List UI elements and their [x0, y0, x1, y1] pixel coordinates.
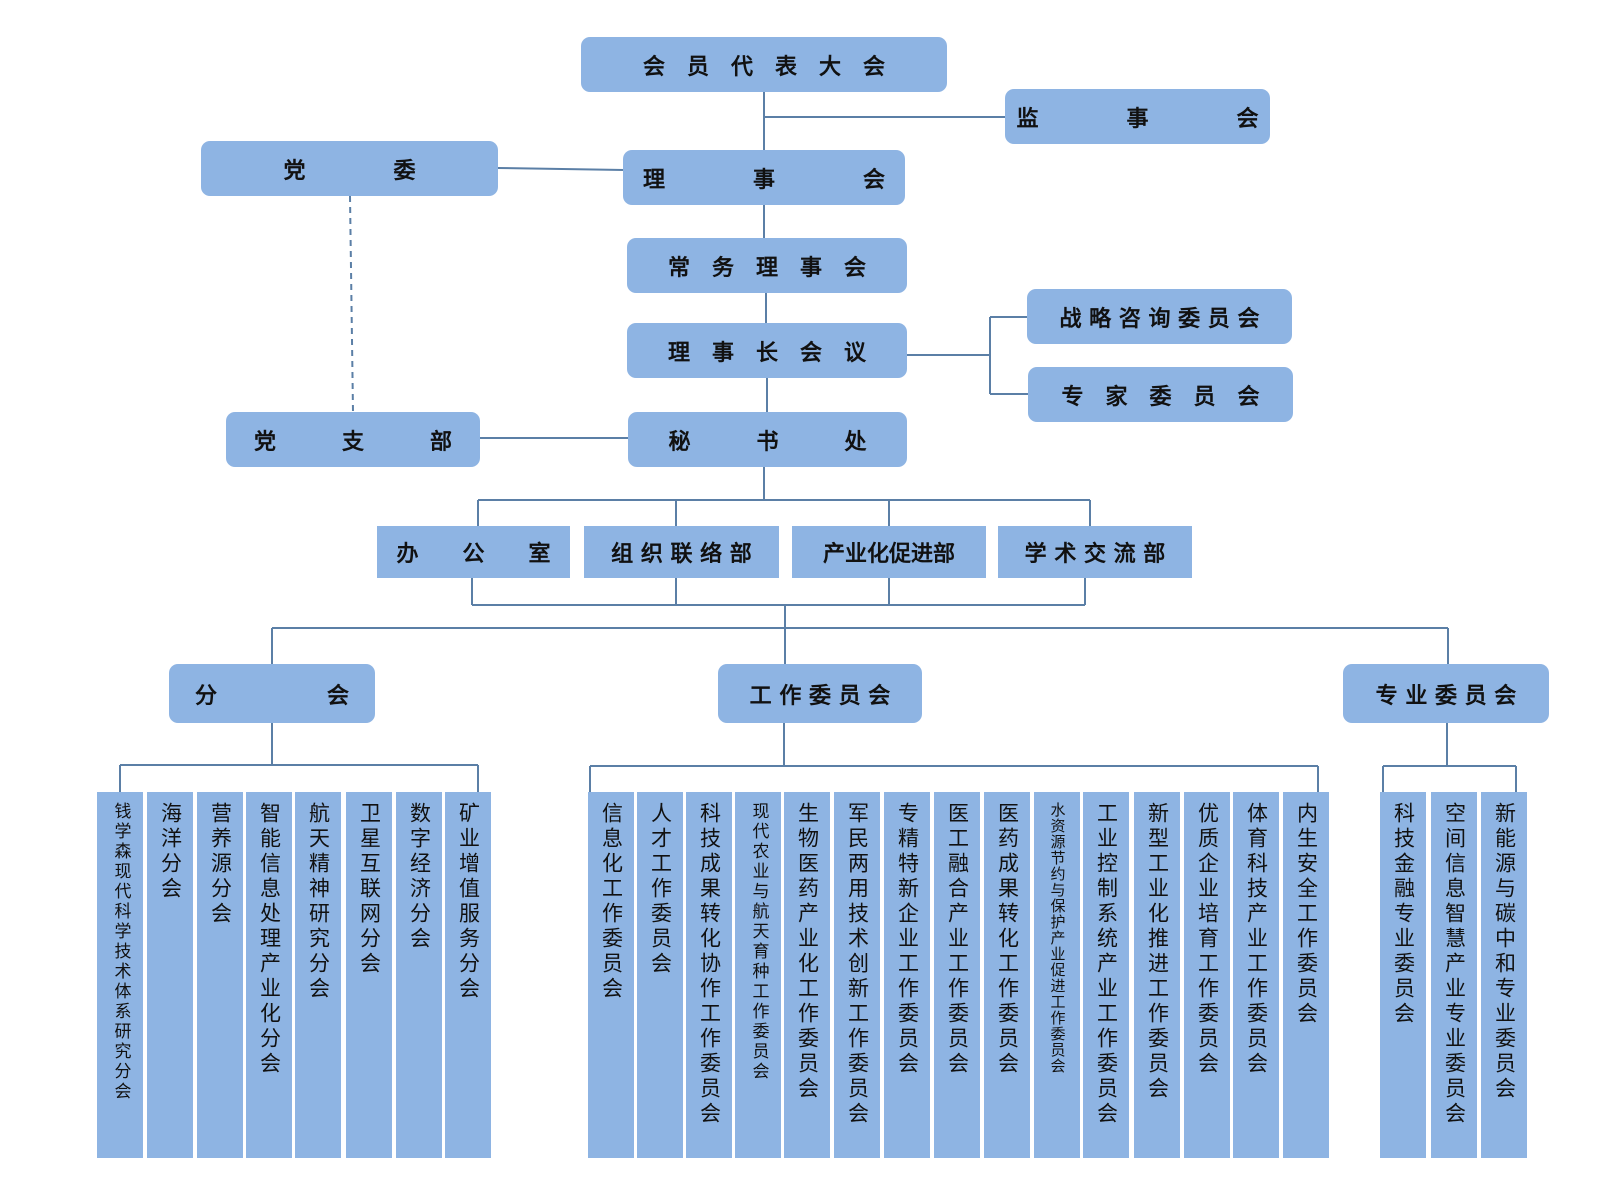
party-branch-box: 党 支 部	[226, 412, 480, 467]
work-committee-label: 内生安全工作委员会	[1294, 802, 1319, 1027]
work-committee-label: 工业控制系统产业工作委员会	[1094, 802, 1119, 1127]
work-committee-column: 信息化工作委员会	[588, 792, 634, 1158]
strategy-committee-label: 战 略 咨 询 委 员 会	[1059, 306, 1260, 332]
strategy-committee-box: 战 略 咨 询 委 员 会	[1027, 289, 1292, 344]
work-committee-label: 军民两用技术创新工作委员会	[845, 802, 870, 1127]
branch-column: 航天精神研究分会	[295, 792, 341, 1158]
work-committee-label: 科技成果转化协作工作委员会	[697, 802, 722, 1127]
branch-column: 营养源分会	[197, 792, 243, 1158]
chairman-meeting-label: 理 事 长 会 议	[667, 340, 866, 366]
work-committee-column: 工业控制系统产业工作委员会	[1083, 792, 1129, 1158]
branch-column: 海洋分会	[147, 792, 193, 1158]
branch-label: 卫星互联网分会	[357, 802, 382, 977]
party-committee-label: 党 委	[283, 158, 416, 184]
department-academic: 学 术 交 流 部	[998, 526, 1192, 578]
work-committee-column: 人才工作委员会	[637, 792, 683, 1158]
work-committee-column: 体育科技产业工作委员会	[1233, 792, 1279, 1158]
council-box: 理 事 会	[623, 150, 905, 205]
secretariat-box: 秘 书 处	[628, 412, 907, 467]
department-label: 产业化促进部	[822, 542, 955, 567]
pro-committees-label: 专 业 委 员 会	[1375, 683, 1517, 709]
work-committee-column: 水资源节约与保护产业促进工作委员会	[1034, 792, 1080, 1158]
branches-label: 分 会	[194, 683, 349, 709]
department-label: 组 织 联 络 部	[611, 542, 752, 567]
branch-label: 海洋分会	[158, 802, 183, 902]
council-label: 理 事 会	[642, 167, 885, 193]
work-committee-label: 现代农业与航天育种工作委员会	[748, 802, 769, 1082]
branch-label: 数字经济分会	[407, 802, 432, 952]
work-committee-column: 新型工业化推进工作委员会	[1134, 792, 1180, 1158]
branch-column: 智能信息处理产业化分会	[246, 792, 292, 1158]
department-label: 办 公 室	[396, 542, 551, 567]
congress-box: 会 员 代 表 大 会	[581, 37, 947, 92]
work-committee-label: 信息化工作委员会	[599, 802, 624, 1002]
work-committee-label: 医药成果转化工作委员会	[995, 802, 1020, 1077]
pro-committee-column: 新能源与碳中和专业委员会	[1481, 792, 1527, 1158]
work-committee-column: 医药成果转化工作委员会	[984, 792, 1030, 1158]
work-committee-label: 体育科技产业工作委员会	[1244, 802, 1269, 1077]
standing-council-box: 常 务 理 事 会	[627, 238, 907, 293]
pro-committee-label: 新能源与碳中和专业委员会	[1492, 802, 1517, 1102]
work-committee-label: 优质企业培育工作委员会	[1195, 802, 1220, 1077]
work-committee-column: 专精特新企业工作委员会	[884, 792, 930, 1158]
branch-column: 钱学森现代科学技术体系研究分会	[97, 792, 143, 1158]
branch-label: 矿业增值服务分会	[456, 802, 481, 1002]
branches-box: 分 会	[169, 664, 375, 723]
work-committee-label: 生物医药产业化工作委员会	[795, 802, 820, 1102]
branch-column: 卫星互联网分会	[346, 792, 392, 1158]
party-committee-box: 党 委	[201, 141, 498, 196]
pro-committee-column: 空间信息智慧产业专业委员会	[1431, 792, 1477, 1158]
branch-column: 数字经济分会	[396, 792, 442, 1158]
work-committee-label: 医工融合产业工作委员会	[945, 802, 970, 1077]
department-office: 办 公 室	[377, 526, 570, 578]
expert-committee-box: 专 家 委 员 会	[1028, 367, 1293, 422]
work-committee-column: 现代农业与航天育种工作委员会	[735, 792, 781, 1158]
branch-label: 营养源分会	[208, 802, 233, 927]
expert-committee-label: 专 家 委 员 会	[1061, 384, 1260, 410]
party-branch-label: 党 支 部	[253, 429, 452, 455]
work-committee-label: 专精特新企业工作委员会	[895, 802, 920, 1077]
department-liaison: 组 织 联 络 部	[584, 526, 779, 578]
work-committee-column: 优质企业培育工作委员会	[1184, 792, 1230, 1158]
work-committee-column: 生物医药产业化工作委员会	[784, 792, 830, 1158]
work-committee-label: 水资源节约与保护产业促进工作委员会	[1048, 802, 1067, 1074]
work-committees-label: 工 作 委 员 会	[749, 683, 891, 709]
pro-committee-label: 科技金融专业委员会	[1391, 802, 1416, 1027]
standing-council-label: 常 务 理 事 会	[667, 255, 866, 281]
work-committee-column: 军民两用技术创新工作委员会	[834, 792, 880, 1158]
department-label: 学 术 交 流 部	[1024, 542, 1166, 567]
work-committee-column: 内生安全工作委员会	[1283, 792, 1329, 1158]
pro-committee-column: 科技金融专业委员会	[1380, 792, 1426, 1158]
work-committee-column: 医工融合产业工作委员会	[934, 792, 980, 1158]
pro-committees-box: 专 业 委 员 会	[1343, 664, 1549, 723]
supervisors-label: 监 事 会	[1016, 106, 1259, 132]
branch-label: 钱学森现代科学技术体系研究分会	[110, 802, 131, 1102]
pro-committee-label: 空间信息智慧产业专业委员会	[1442, 802, 1467, 1127]
work-committees-box: 工 作 委 员 会	[718, 664, 922, 723]
supervisors-box: 监 事 会	[1005, 89, 1270, 144]
congress-label: 会 员 代 表 大 会	[642, 54, 885, 80]
branch-label: 航天精神研究分会	[306, 802, 331, 1002]
secretariat-label: 秘 书 处	[668, 429, 867, 455]
department-industrialization: 产业化促进部	[792, 526, 986, 578]
work-committee-label: 人才工作委员会	[648, 802, 673, 977]
branch-column: 矿业增值服务分会	[445, 792, 491, 1158]
branch-label: 智能信息处理产业化分会	[257, 802, 282, 1077]
work-committee-label: 新型工业化推进工作委员会	[1145, 802, 1170, 1102]
work-committee-column: 科技成果转化协作工作委员会	[686, 792, 732, 1158]
chairman-meeting-box: 理 事 长 会 议	[627, 323, 907, 378]
